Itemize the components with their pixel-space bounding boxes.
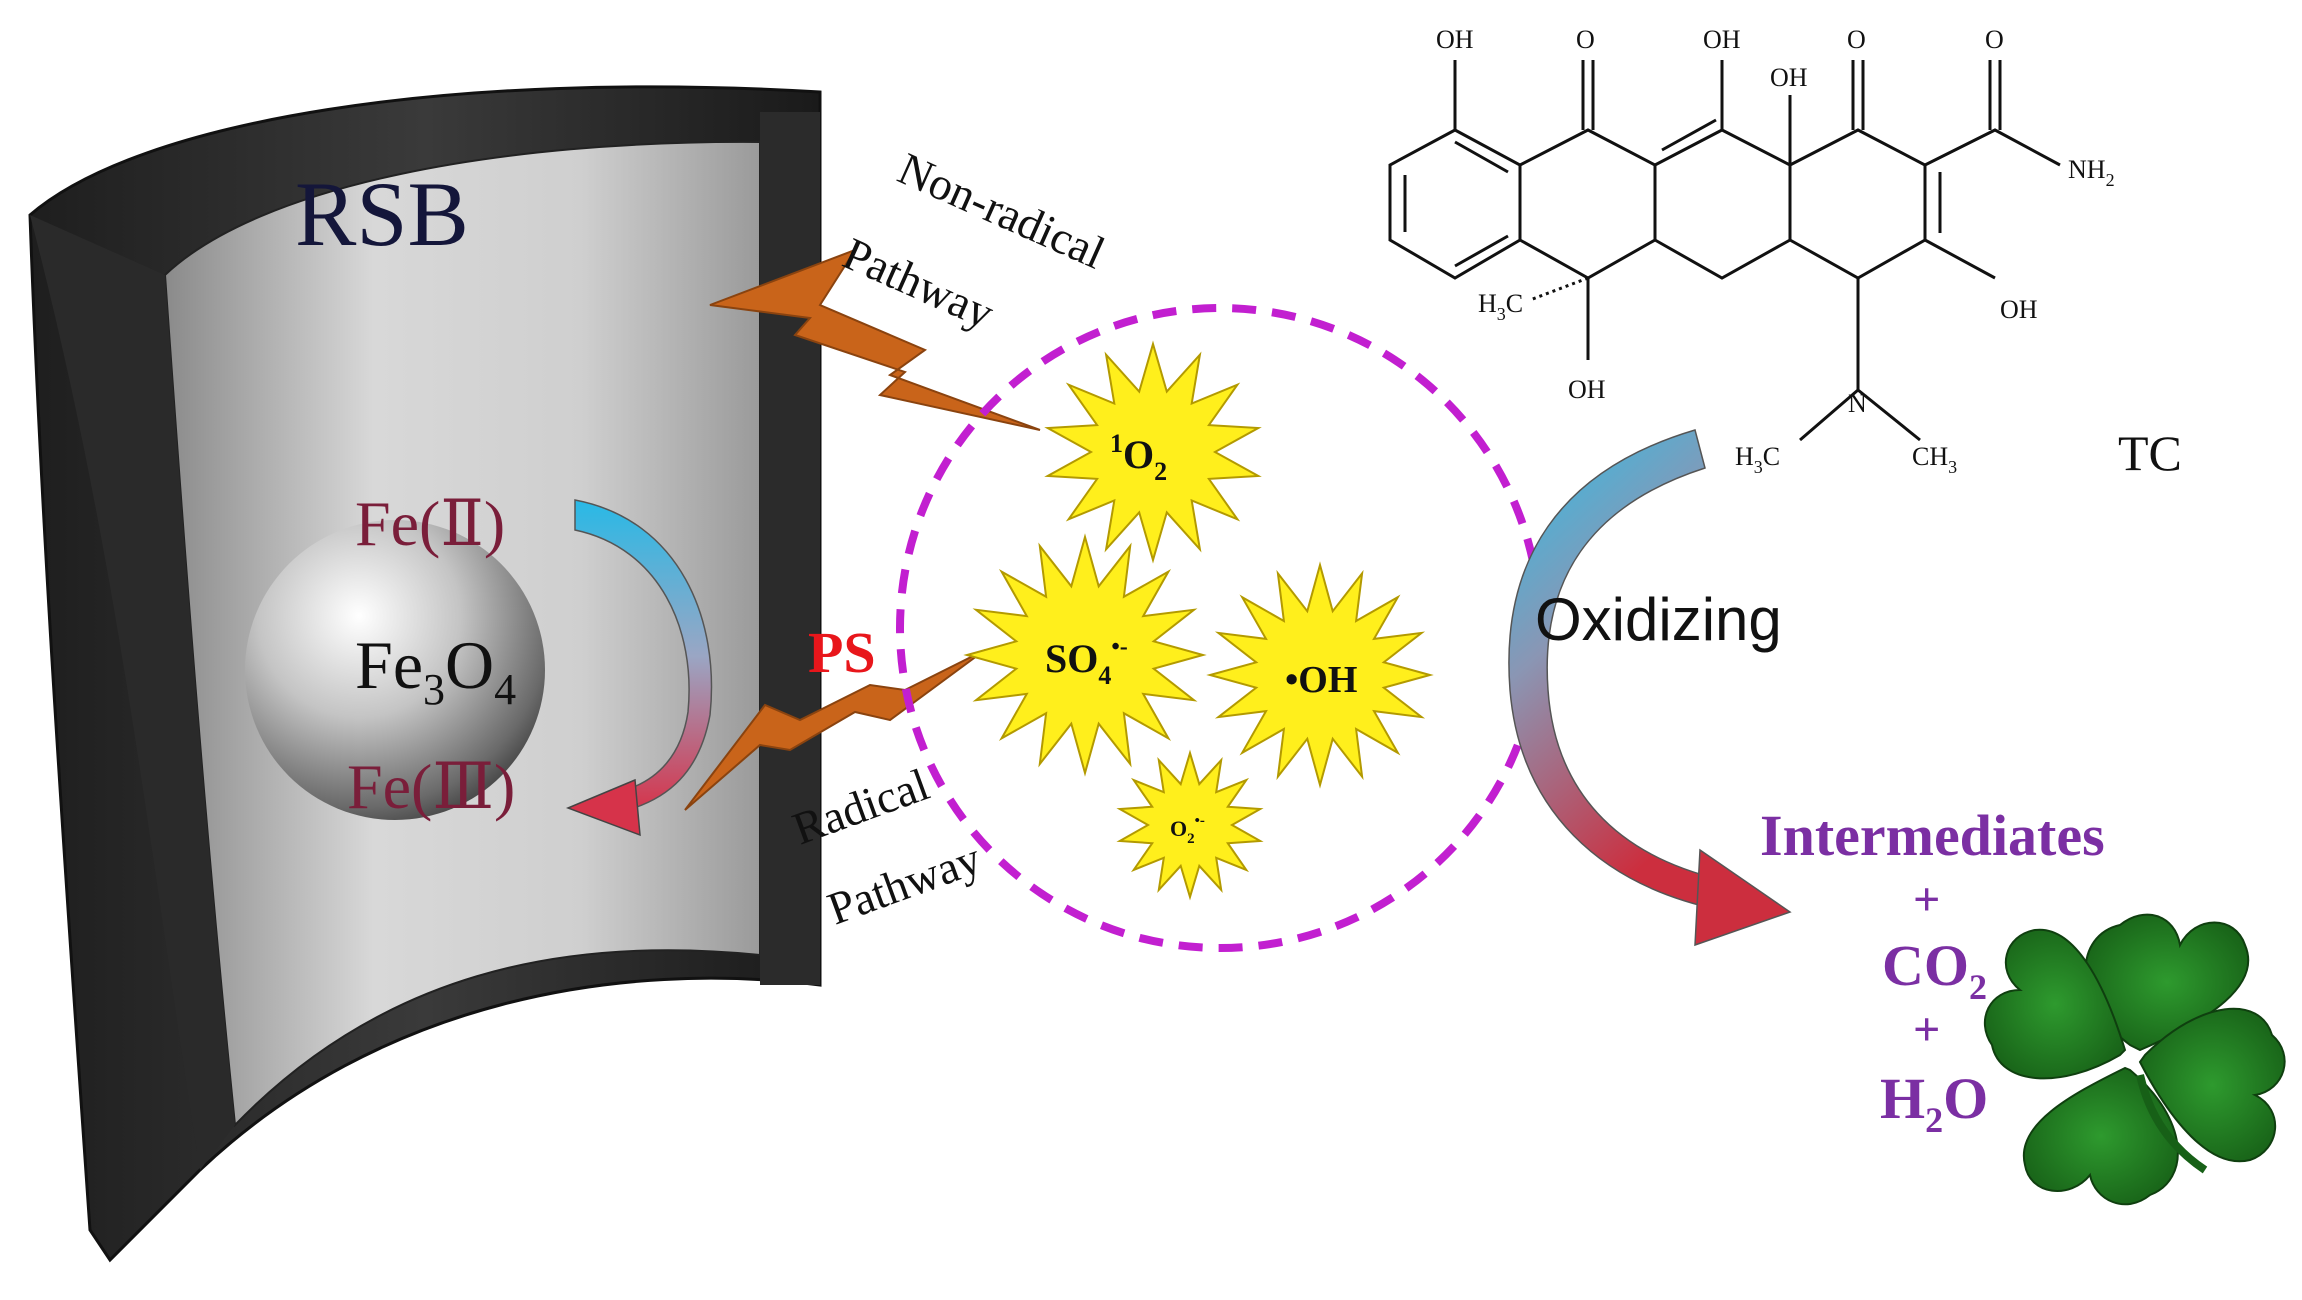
ring-a (1388, 128, 1522, 280)
ring-b (1519, 128, 1657, 280)
tc-n: N (1848, 389, 1867, 418)
rsb-label: RSB (295, 163, 469, 265)
fe3o4-label: Fe3O4 (355, 627, 516, 714)
plus-1: + (1913, 873, 1940, 926)
oxidizing-arrow: Oxidizing (1508, 429, 1792, 947)
carbonyl-2 (1851, 60, 1865, 130)
clover-leaf-right (2138, 1007, 2286, 1163)
intermediates-label: Intermediates (1760, 803, 2105, 868)
tc-oh-4: OH (2000, 295, 2038, 324)
n-methyl-bonds (1799, 388, 1921, 442)
ps-label: PS (808, 620, 876, 685)
tc-label: TC (2118, 425, 2182, 481)
tc-o-1: O (1576, 25, 1595, 54)
tc-o-2: O (1847, 25, 1866, 54)
sulfate-radical-label: SO4•- (1045, 634, 1128, 690)
h2o-label: H2O (1880, 1066, 1988, 1140)
fe3-label: Fe(Ⅲ) (347, 751, 515, 822)
oxidizing-label: Oxidizing (1535, 586, 1782, 653)
hydroxyl-radical-label: •OH (1285, 659, 1357, 701)
superoxide-radical-label: O2•- (1170, 813, 1205, 847)
tc-nh2: NH2 (2068, 155, 2115, 190)
oxidizing-arrow-body (1508, 429, 1723, 911)
sulfate-radical-star: SO4•- (963, 533, 1207, 777)
reactor-rim-right (760, 112, 820, 985)
tetracycline-structure (1388, 60, 2061, 442)
nonradical-bolt (709, 247, 1041, 431)
oh-bond-4 (1924, 238, 1996, 280)
tc-oh-5: OH (1568, 375, 1606, 404)
products: Intermediates + CO2 + H2O (1760, 803, 2105, 1140)
ring-c (1654, 128, 1792, 280)
tc-oh-3: OH (1770, 63, 1808, 92)
ring-d (1789, 128, 1927, 280)
tc-o-3: O (1985, 25, 2004, 54)
tc-oh-2: OH (1703, 25, 1741, 54)
singlet-oxygen-star: 1O2 (1044, 340, 1262, 564)
ring-c-double (1661, 118, 1717, 152)
fe2-label: Fe(Ⅱ) (355, 488, 505, 559)
sulfate-radical-burst (963, 533, 1207, 777)
tc-ch3-b: CH3 (1912, 442, 1957, 477)
clover-icon (1983, 913, 2286, 1206)
superoxide-radical-burst (1116, 749, 1264, 901)
singlet-oxygen-burst (1044, 340, 1262, 564)
oxidizing-arrowhead (1694, 848, 1792, 947)
clover-stem (2136, 1074, 2208, 1174)
amide-bond (1924, 60, 2061, 167)
reactor-rim-left (30, 215, 235, 1170)
fe3o4-sphere (245, 520, 545, 820)
nonradical-bolt-shape (709, 247, 1041, 431)
clover-leaf-left (1983, 928, 2127, 1080)
superoxide-radical-star: O2•- (1116, 749, 1264, 901)
c6-methyl-hash (1529, 276, 1589, 302)
carbonyl-1 (1581, 60, 1595, 130)
clover-leaf-top (2084, 913, 2250, 1052)
redox-cycle-arrowhead (565, 778, 641, 837)
plus-2: + (1913, 1003, 1940, 1056)
fe3o4-particle: Fe(Ⅱ) Fe3O4 Fe(Ⅲ) (245, 488, 713, 837)
clover-leaf-bottom (2022, 1066, 2179, 1206)
hydroxyl-radical-burst (1206, 561, 1434, 789)
tc-ch3-a: H3C (1735, 442, 1780, 477)
co2-label: CO2 (1882, 933, 1987, 1007)
tetracycline-labels: OH O OH OH O O NH2 OH H3C OH N H3C CH3 (1436, 25, 2115, 477)
singlet-oxygen-label: 1O2 (1110, 429, 1167, 486)
ring-a-inner (1403, 140, 1509, 268)
tc-ch3-left: H3C (1478, 289, 1523, 324)
tc-oh-1: OH (1436, 25, 1474, 54)
radical-label-line2: Pathway (821, 832, 987, 934)
hydroxyl-radical-star: •OH (1206, 561, 1434, 789)
